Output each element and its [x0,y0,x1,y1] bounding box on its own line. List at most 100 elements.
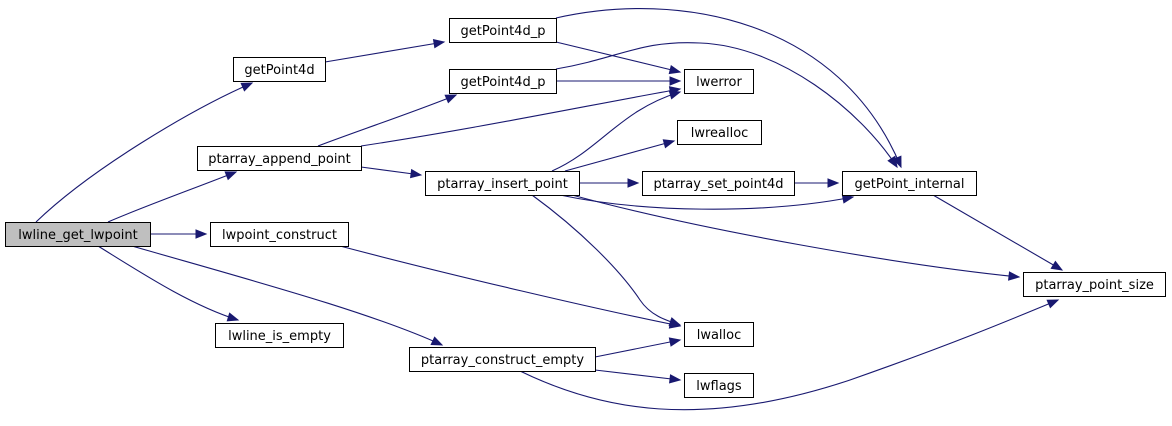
edge-ptarray_insert_point-to-lwerror [551,90,682,172]
node-ptarray-set-point4d[interactable]: ptarray_set_point4d [642,171,795,196]
node-box[interactable] [842,171,977,196]
edge-ptarray_insert_point-to-lwalloc [531,194,682,327]
node-box[interactable] [684,69,754,94]
node-label: getPoint_internal [854,177,964,192]
node-label: ptarray_insert_point [437,177,568,192]
node-label: ptarray_point_size [1035,278,1154,293]
node-label: lwline_is_empty [228,329,331,344]
edge-ptarray_append_point-to-ptarray_insert_point [360,166,423,179]
edge-line [555,8,902,168]
node-label: lwflags [696,379,742,394]
node-label: getPoint4d [244,63,314,78]
edge-line [932,194,1063,271]
node-box[interactable] [197,146,362,171]
node-box[interactable] [210,222,349,247]
edge-getPoint4d_p_b-to-getPoint_internal [555,42,898,169]
arrowhead-icon [226,312,240,322]
edge-line [594,339,681,358]
edge-ptarray_construct_empty-to-ptarray_point_size [519,299,1060,411]
node-box[interactable] [215,323,344,348]
edge-line [555,41,681,73]
arrowhead-icon [410,168,423,179]
edge-ptarray_insert_point-to-lwrealloc [564,139,676,172]
node-box[interactable] [425,171,580,196]
node-label: lwalloc [697,328,742,343]
edge-line [339,245,681,327]
node-lwline-is-empty[interactable]: lwline_is_empty [215,323,344,348]
arrowhead-icon [887,155,898,169]
node-lwrealloc[interactable]: lwrealloc [677,120,762,145]
arrowhead-icon [444,94,458,104]
edge-line [107,171,237,223]
edge-ptarray_construct_empty-to-lwflags [594,369,682,384]
edge-getPoint4d-to-getPoint4d_p_a [324,39,446,63]
node-box[interactable] [449,18,557,43]
arrowhead-icon [827,178,840,188]
edge-ptarray_insert_point-to-getPoint_internal [559,194,855,210]
edge-ptarray_construct_empty-to-lwalloc [594,337,682,358]
node-lwpoint-construct[interactable]: lwpoint_construct [210,222,349,247]
edge-ptarray_set_point4d-to-getPoint_internal [794,178,840,188]
node-box[interactable] [233,57,326,82]
node-lwalloc[interactable]: lwalloc [684,322,754,347]
arrowhead-icon [662,139,676,149]
node-lwerror[interactable]: lwerror [684,69,754,94]
node-label: lwline_get_lwpoint [18,228,137,243]
arrowhead-icon [224,171,238,181]
edge-line [559,194,854,210]
node-label: ptarray_append_point [208,152,351,167]
node-ptarray-construct-empty[interactable]: ptarray_construct_empty [409,347,596,372]
node-lwflags[interactable]: lwflags [684,373,754,398]
edge-line [555,42,898,168]
node-getPoint4d-p-a[interactable]: getPoint4d_p [449,18,557,43]
node-box[interactable] [642,171,795,196]
node-ptarray-point-size[interactable]: ptarray_point_size [1023,272,1166,297]
node-box[interactable] [449,69,557,94]
arrowhead-icon [669,374,682,384]
edge-ptarray_insert_point-to-ptarray_point_size [571,194,1021,281]
edge-getPoint_internal-to-ptarray_point_size [932,194,1064,271]
edge-line [571,194,1020,278]
arrowhead-icon [669,76,682,86]
node-ptarray-insert-point[interactable]: ptarray_insert_point [425,171,580,196]
node-box[interactable] [1023,272,1166,297]
node-lwline-get-lwpoint[interactable]: lwline_get_lwpoint [5,222,151,247]
node-box[interactable] [409,347,596,372]
arrowhead-icon [668,90,682,100]
edge-lwline_get_lwpoint-to-lwpoint_construct [150,229,208,239]
node-label: lwrealloc [691,126,749,141]
arrowhead-icon [430,336,444,346]
arrowhead-icon [668,64,682,75]
edge-line [531,194,681,326]
arrowhead-icon [432,39,446,49]
edge-ptarray_insert_point-to-ptarray_set_point4d [579,178,640,188]
arrowhead-icon [627,178,640,188]
node-box[interactable] [684,322,754,347]
edges-layer [35,8,1064,411]
edge-lwline_get_lwpoint-to-ptarray_construct_empty [131,245,444,346]
edge-lwline_get_lwpoint-to-ptarray_append_point [107,171,238,223]
arrowhead-icon [195,229,208,239]
edge-line [131,245,443,346]
node-label: lwerror [696,75,742,90]
arrowhead-icon [1050,260,1064,271]
node-box[interactable] [677,120,762,145]
arrowhead-icon [1046,299,1060,309]
node-label: ptarray_set_point4d [654,177,784,192]
arrowhead-icon [668,319,682,329]
node-box[interactable] [684,373,754,398]
edge-line [317,94,457,147]
edge-line [360,88,681,147]
node-label: lwpoint_construct [222,228,337,243]
node-box[interactable] [5,222,151,247]
node-label: getPoint4d_p [461,24,546,39]
edge-ptarray_append_point-to-getPoint4d_p_b [317,94,458,147]
node-getPoint-internal[interactable]: getPoint_internal [842,171,977,196]
edge-line [324,41,445,63]
edge-line [97,245,239,321]
edge-lwline_get_lwpoint-to-lwline_is_empty [97,245,240,322]
node-getPoint4d-p-b[interactable]: getPoint4d_p [449,69,557,94]
node-ptarray-append-point[interactable]: ptarray_append_point [197,146,362,171]
node-getPoint4d[interactable]: getPoint4d [233,57,326,82]
